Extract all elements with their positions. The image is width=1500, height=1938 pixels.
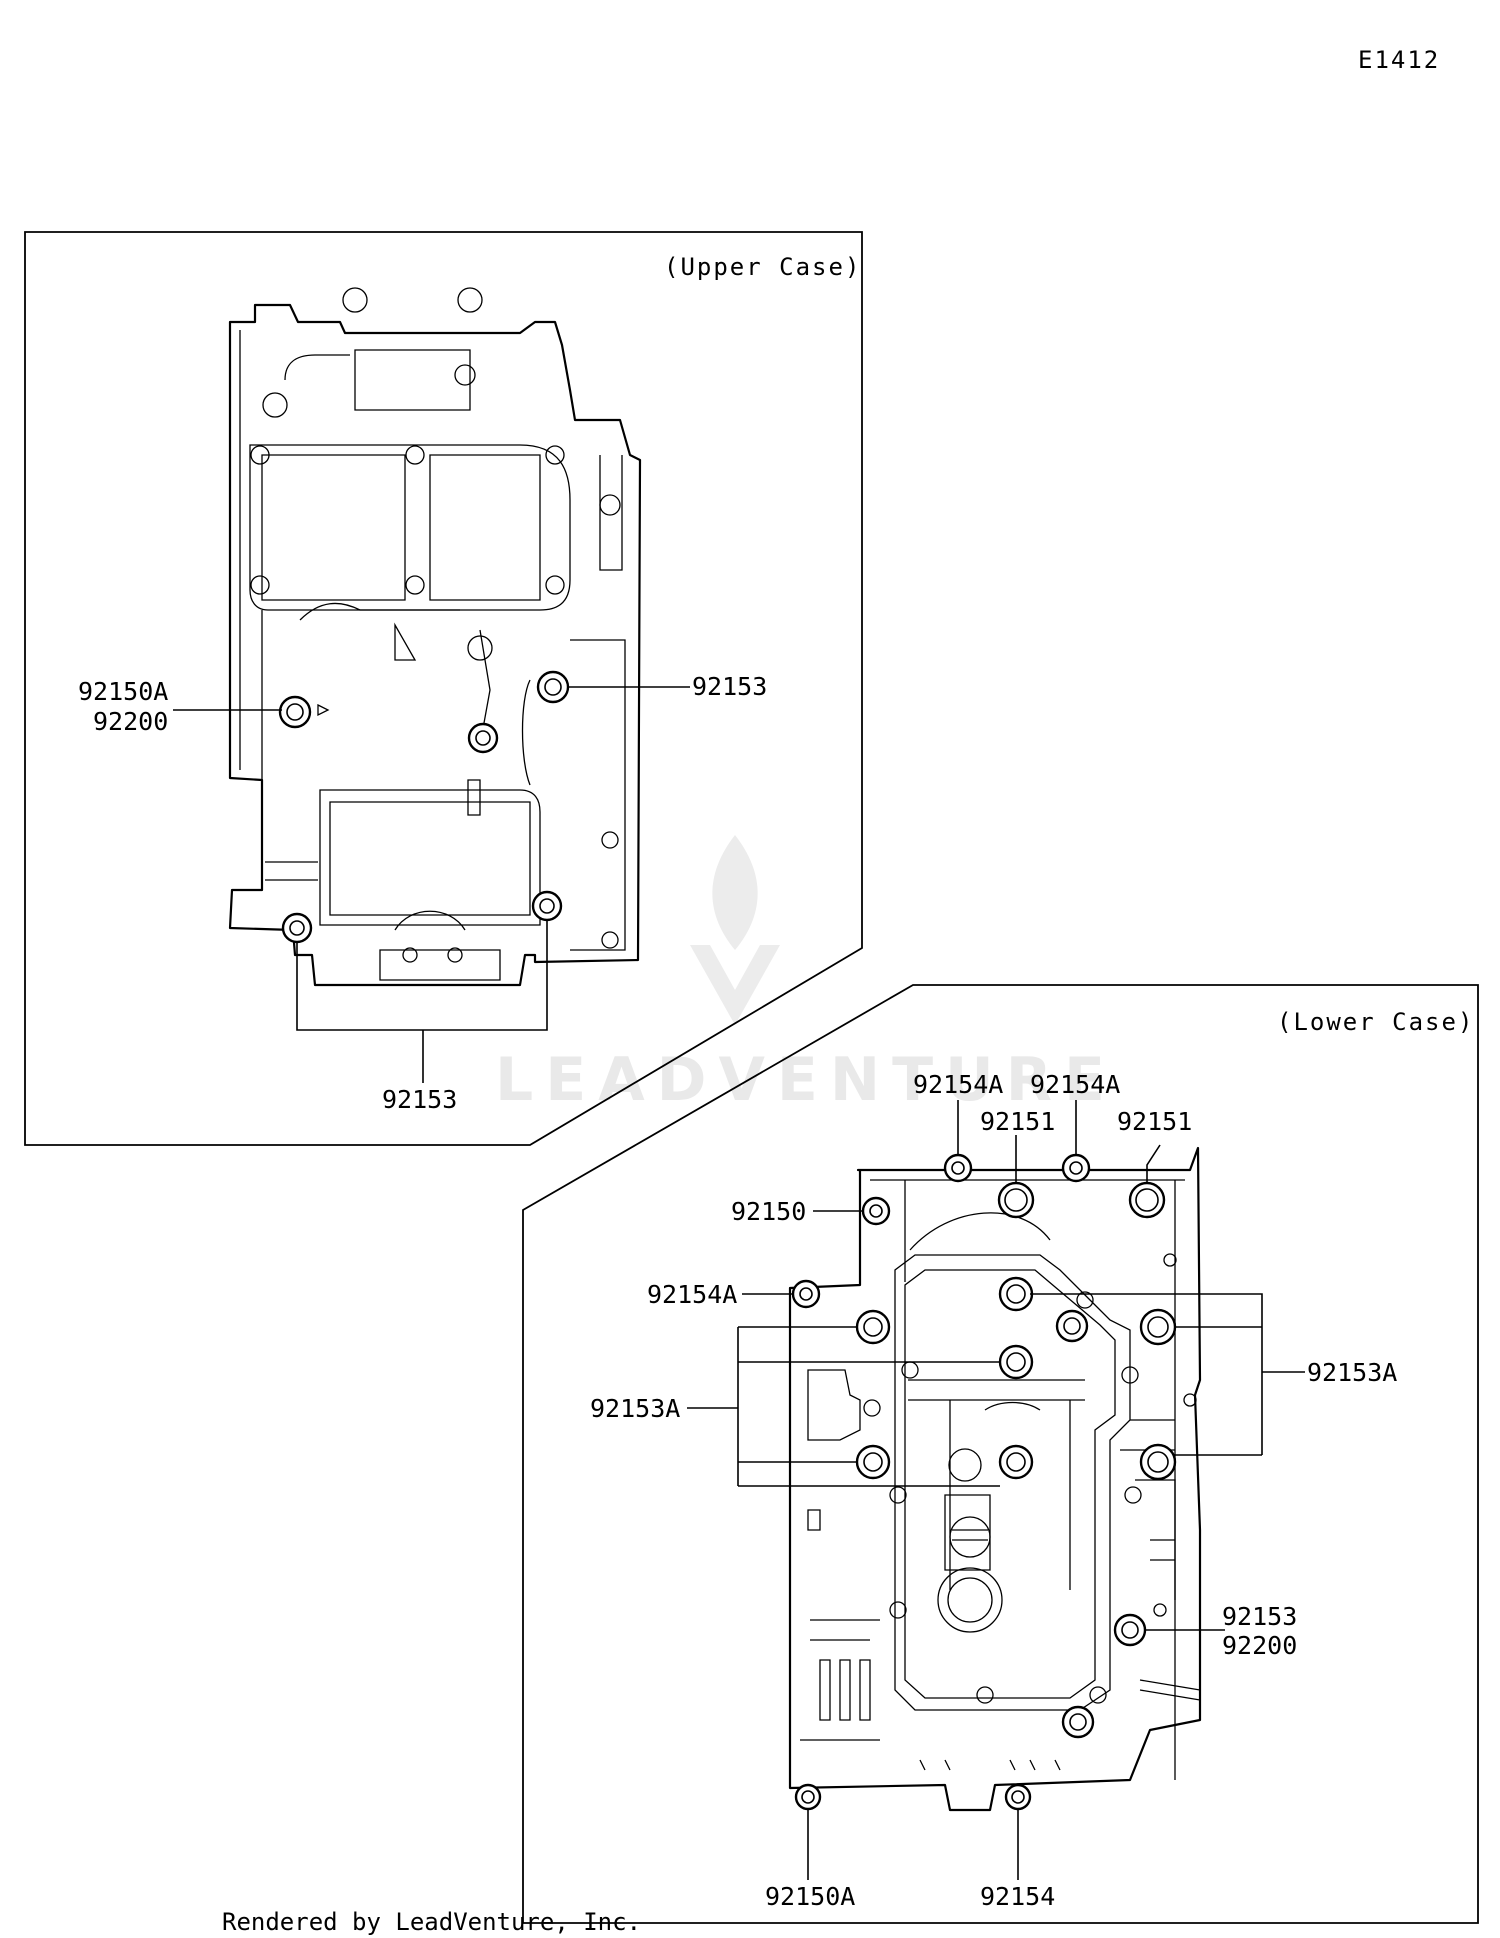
- bolt-icon: [1139, 1443, 1177, 1481]
- bolt-icon: [855, 1444, 891, 1480]
- lower-crankcase-drawing: [788, 1146, 1202, 1812]
- lower-label-92150: 92150: [731, 1197, 806, 1226]
- bolt-icon: [536, 670, 570, 704]
- lower-label-92151-1: 92151: [980, 1107, 1055, 1136]
- lower-case-title: (Lower Case): [1277, 1008, 1474, 1036]
- bolt-icon: [943, 1153, 973, 1183]
- lower-label-92154: 92154: [980, 1882, 1055, 1911]
- lower-label-92200: 92200: [1222, 1631, 1297, 1660]
- lower-leader-92153A-right: [1030, 1293, 1305, 1456]
- lower-label-92153A-left: 92153A: [590, 1394, 680, 1423]
- bolt-icon: [998, 1276, 1034, 1312]
- bolt-icon: [281, 912, 313, 944]
- bolt-icon: [997, 1181, 1035, 1219]
- upper-case-title: (Upper Case): [664, 253, 861, 281]
- upper-leader-92153-bottom: [296, 920, 548, 1083]
- upper-case-frame: [24, 231, 863, 1146]
- watermark-flame-icon: [712, 835, 758, 950]
- upper-label-92153-bottom: 92153: [382, 1085, 457, 1114]
- render-credit: Rendered by LeadVenture, Inc.: [222, 1908, 641, 1936]
- lower-label-92150A: 92150A: [765, 1882, 855, 1911]
- bolt-icon: [531, 890, 563, 922]
- bolt-icon: [998, 1444, 1034, 1480]
- bolt-icon: [278, 695, 312, 729]
- bolt-icon: [861, 1196, 891, 1226]
- lower-leader-92153A-left: [687, 1326, 1000, 1487]
- lower-label-92151-2: 92151: [1117, 1107, 1192, 1136]
- upper-label-92200: 92200: [93, 707, 168, 736]
- watermark: LEADVENTURE: [495, 835, 1117, 1115]
- bolt-icon: [998, 1344, 1034, 1380]
- upper-crankcase-drawing: [228, 287, 642, 987]
- watermark-text: LEADVENTURE: [495, 1045, 1117, 1115]
- lower-case-frame: [522, 984, 1479, 1924]
- bolt-icon: [1061, 1153, 1091, 1183]
- bolt-icon: [794, 1783, 822, 1811]
- watermark-v-icon: [690, 945, 780, 1025]
- bolt-icon: [1055, 1309, 1089, 1343]
- upper-label-92153-right: 92153: [692, 672, 767, 701]
- lower-label-92153A-right: 92153A: [1307, 1358, 1397, 1387]
- diagram-id: E1412: [1358, 46, 1440, 74]
- lower-label-92154A-1: 92154A: [913, 1070, 1003, 1099]
- bolt-icon: [1128, 1181, 1166, 1219]
- bolt-icon: [1004, 1783, 1032, 1811]
- bolt-icon: [1113, 1613, 1147, 1647]
- lower-label-92154A-3: 92154A: [647, 1280, 737, 1309]
- bolt-icon: [467, 722, 499, 754]
- lower-label-92154A-2: 92154A: [1030, 1070, 1120, 1099]
- bolt-icon: [855, 1309, 891, 1345]
- bolt-icon: [1061, 1705, 1095, 1739]
- lower-label-92153: 92153: [1222, 1602, 1297, 1631]
- lower-case-panel: (Lower Case): [522, 984, 1479, 1924]
- bolt-icon: [791, 1279, 821, 1309]
- upper-case-panel: (Upper Case): [24, 231, 863, 1146]
- bolt-icon: [1139, 1308, 1177, 1346]
- lower-leader-92151-2: [1146, 1144, 1161, 1183]
- upper-label-92150A: 92150A: [78, 677, 168, 706]
